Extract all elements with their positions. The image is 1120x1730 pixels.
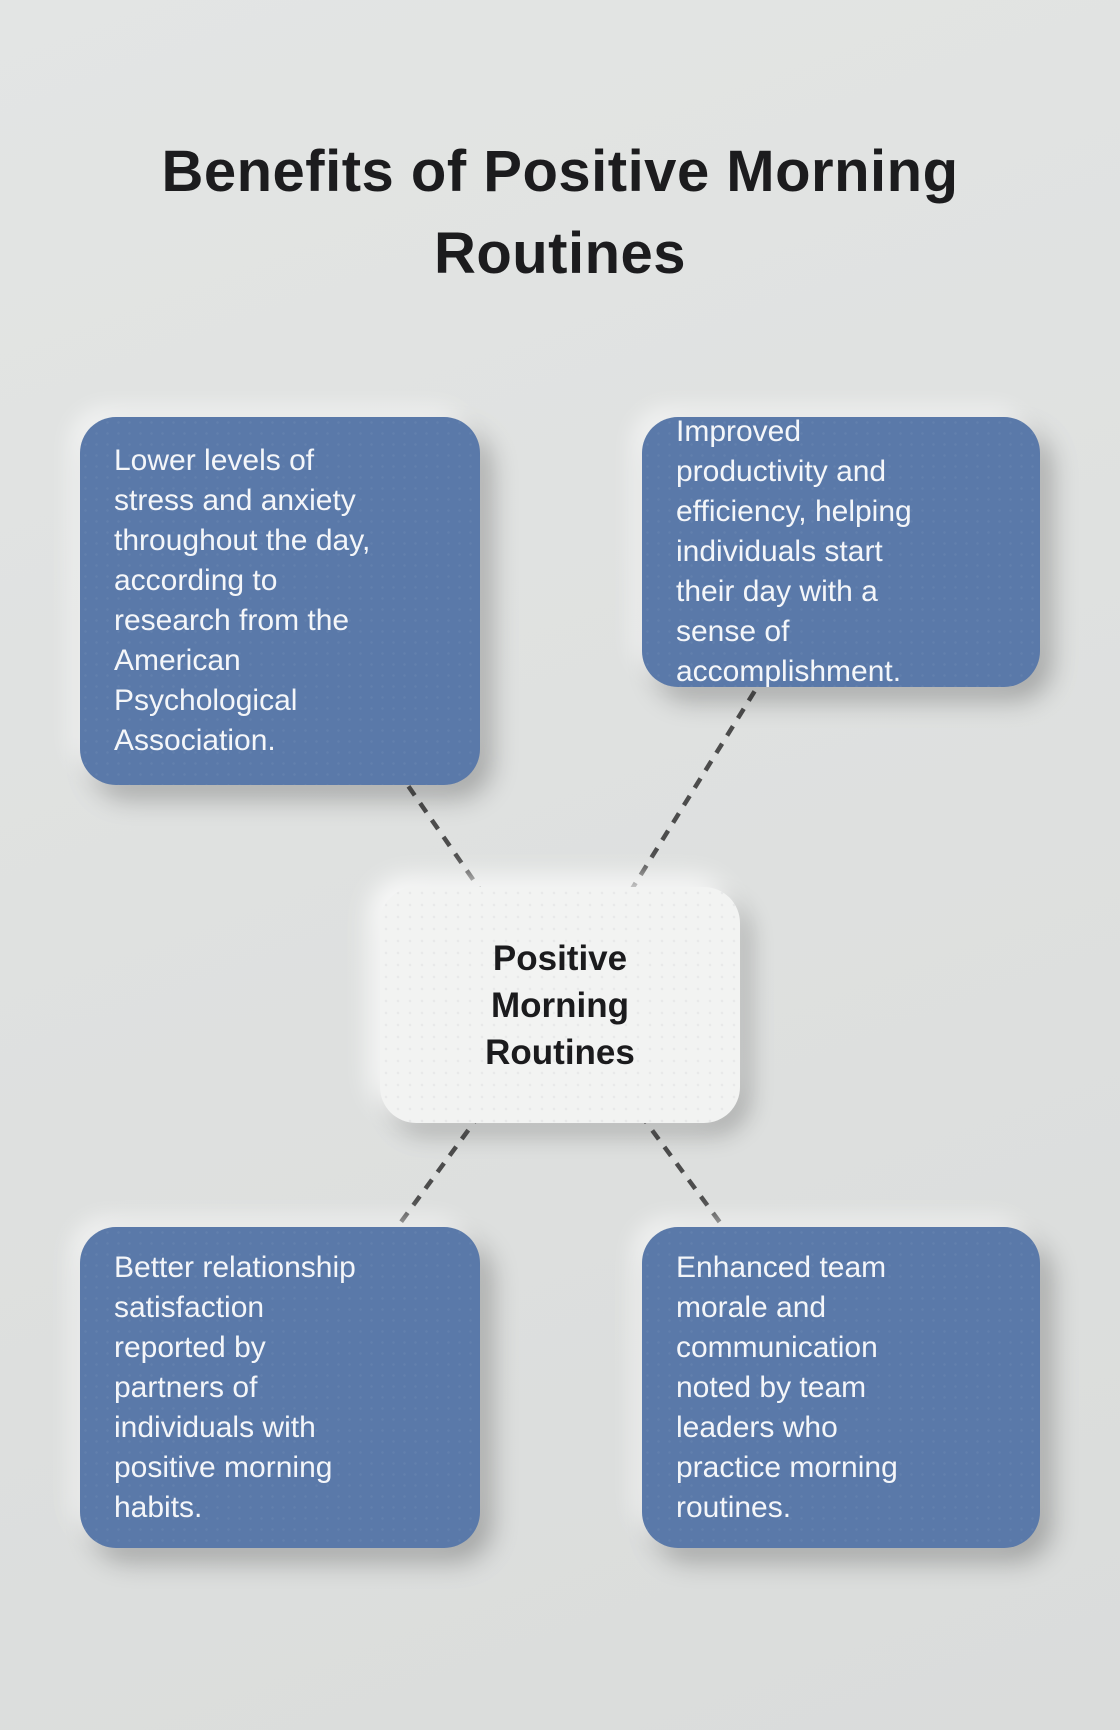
benefit-card-bottom-left: Better relationship satisfaction reporte…: [80, 1227, 480, 1548]
benefit-card-top-left: Lower levels of stress and anxiety throu…: [80, 417, 480, 785]
page-title: Benefits of Positive Morning Routines: [161, 138, 959, 286]
benefit-text: Enhanced team morale and communication n…: [676, 1250, 898, 1524]
benefit-text: Better relationship satisfaction reporte…: [114, 1250, 356, 1524]
central-node: Positive Morning Routines: [380, 887, 740, 1123]
benefit-card-bottom-right: Enhanced team morale and communication n…: [642, 1227, 1040, 1548]
benefit-text: Lower levels of stress and anxiety throu…: [114, 444, 371, 757]
benefit-card-top-right: Improved productivity and efficiency, he…: [642, 415, 1040, 688]
benefit-text: Improved productivity and efficiency, he…: [676, 415, 912, 688]
central-node-label: Positive Morning Routines: [485, 938, 635, 1072]
